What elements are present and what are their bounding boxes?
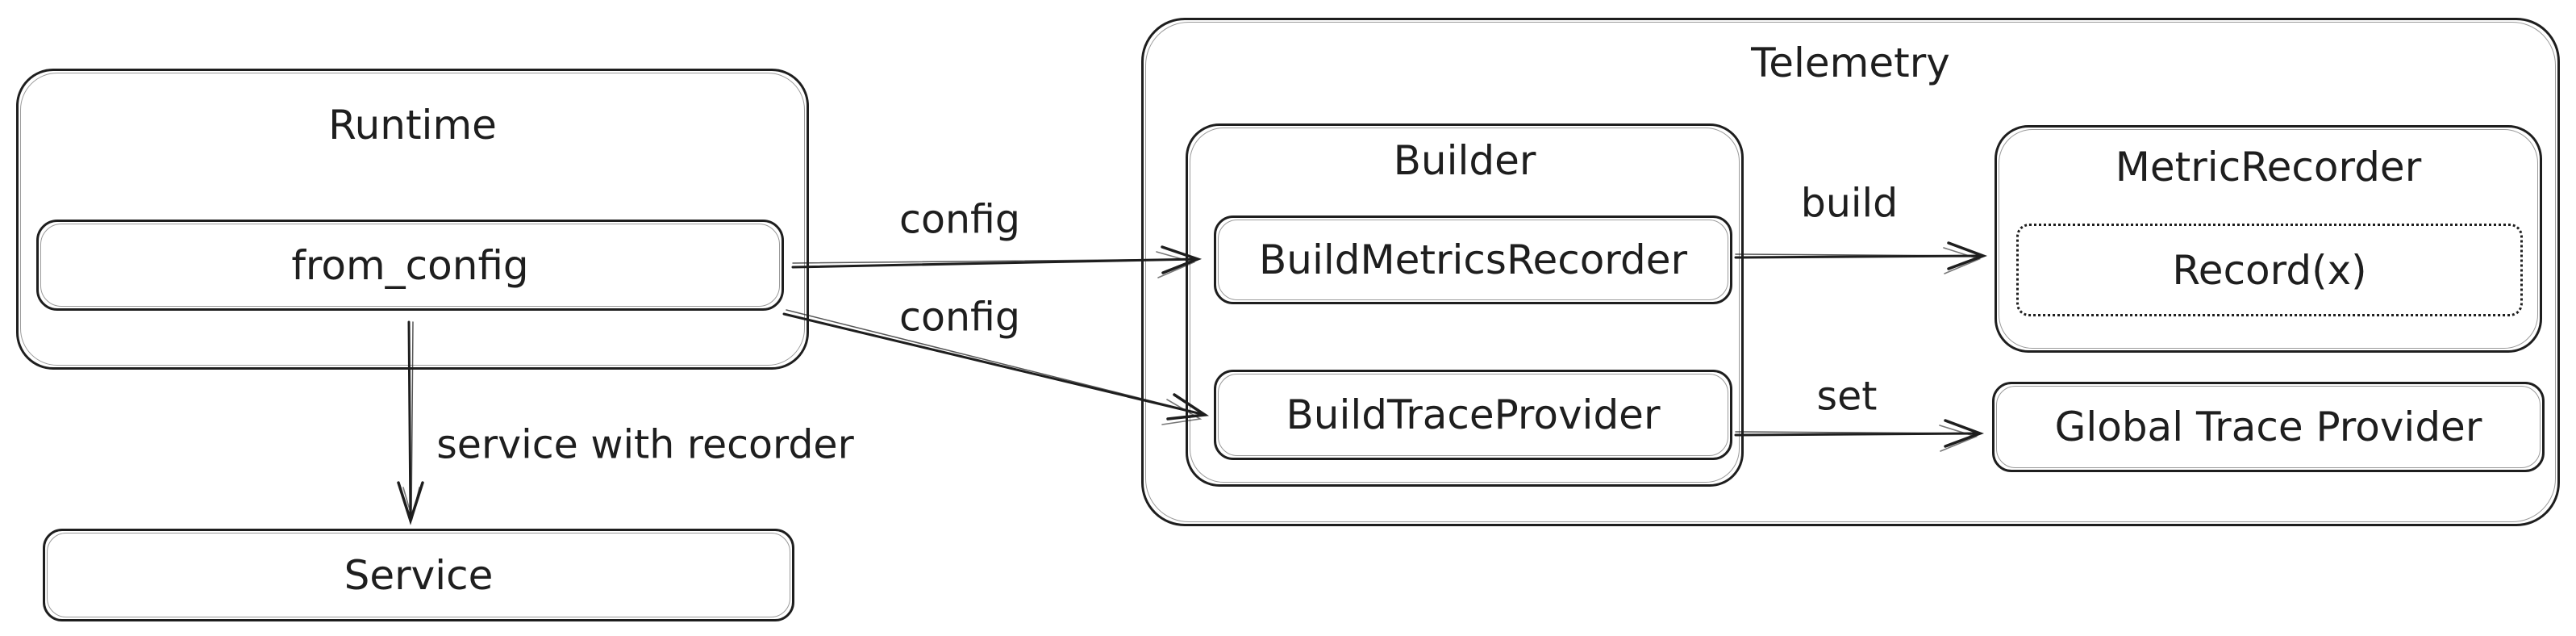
metric-recorder-box: MetricRecorder [1995, 125, 2542, 353]
runtime-box: Runtime [16, 69, 809, 370]
global-trace-provider-label: Global Trace Provider [2054, 404, 2482, 450]
telemetry-title: Telemetry [1751, 40, 1950, 86]
edge-label-service-with-recorder: service with recorder [436, 421, 854, 468]
edge-label-build: build [1800, 180, 1899, 227]
from-config-box: from_config [36, 220, 784, 311]
runtime-title: Runtime [328, 102, 497, 149]
record-box: Record(x) [2016, 224, 2523, 316]
build-metrics-recorder-box: BuildMetricsRecorder [1214, 215, 1732, 304]
builder-box: Builder [1186, 123, 1744, 487]
build-metrics-recorder-label: BuildMetricsRecorder [1258, 236, 1688, 283]
metric-recorder-title: MetricRecorder [2115, 144, 2422, 190]
record-label: Record(x) [2172, 246, 2367, 294]
edge-label-set: set [1816, 373, 1878, 420]
build-trace-provider-label: BuildTraceProvider [1286, 391, 1661, 438]
arrow-config-top [791, 245, 1203, 278]
build-trace-provider-box: BuildTraceProvider [1214, 370, 1732, 460]
builder-title: Builder [1393, 137, 1536, 184]
edge-label-config-bottom: config [899, 294, 1020, 341]
service-box: Service [43, 529, 794, 621]
service-label: Service [344, 551, 494, 599]
from-config-label: from_config [291, 241, 529, 289]
global-trace-provider-box: Global Trace Provider [1992, 382, 2545, 472]
telemetry-box: Telemetry [1141, 18, 2560, 526]
edge-label-config-top: config [899, 196, 1020, 243]
